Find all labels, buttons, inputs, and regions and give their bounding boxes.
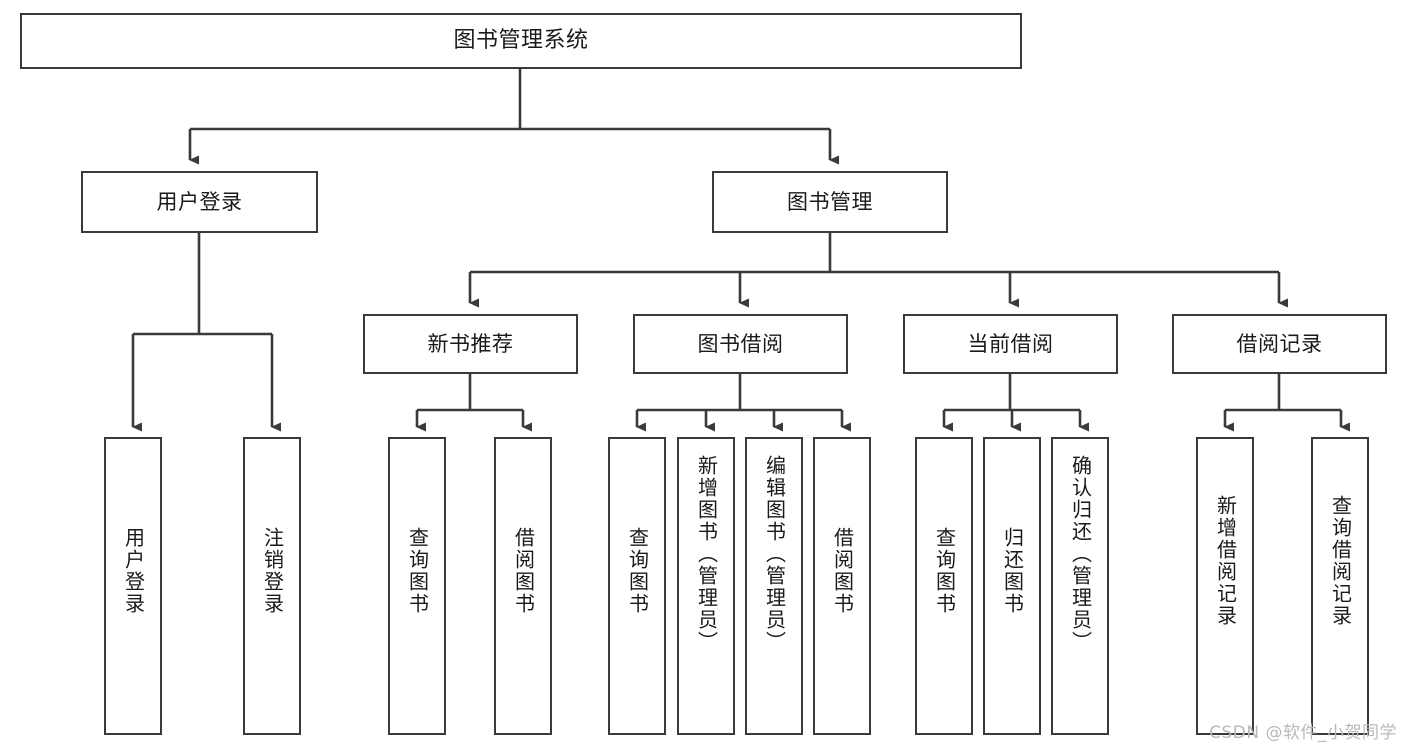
leaf-query-record-label: 查询借阅记录 [1328, 495, 1353, 627]
leaf-borrow-book-2-label: 借阅图书 [830, 527, 855, 615]
leaf-query-book-1-label: 查询图书 [405, 527, 430, 615]
leaf-edit-book[interactable]: 编辑图书（管理员） [745, 437, 803, 735]
leaf-user-login[interactable]: 用户登录 [104, 437, 162, 735]
node-current-borrow-label: 当前借阅 [967, 331, 1054, 356]
leaf-confirm-return[interactable]: 确认归还（管理员） [1051, 437, 1109, 735]
node-book-borrow[interactable]: 图书借阅 [633, 314, 848, 374]
leaf-add-book-label: 新增图书（管理员） [694, 455, 719, 653]
leaf-query-book-2[interactable]: 查询图书 [608, 437, 666, 735]
leaf-logout-label: 注销登录 [260, 527, 285, 615]
node-root[interactable]: 图书管理系统 [20, 13, 1022, 69]
leaf-return-book[interactable]: 归还图书 [983, 437, 1041, 735]
node-book-manage-label: 图书管理 [787, 189, 873, 214]
node-book-borrow-label: 图书借阅 [697, 331, 784, 356]
leaf-query-book-3[interactable]: 查询图书 [915, 437, 973, 735]
node-user-login-label: 用户登录 [156, 189, 243, 214]
leaf-query-book-3-label: 查询图书 [932, 527, 957, 615]
leaf-add-book[interactable]: 新增图书（管理员） [677, 437, 735, 735]
leaf-query-record[interactable]: 查询借阅记录 [1311, 437, 1369, 735]
leaf-logout[interactable]: 注销登录 [243, 437, 301, 735]
watermark-text: CSDN @软件_小贺同学 [1209, 723, 1397, 743]
node-root-label: 图书管理系统 [453, 28, 589, 54]
node-borrow-record[interactable]: 借阅记录 [1172, 314, 1387, 374]
node-borrow-record-label: 借阅记录 [1236, 331, 1323, 356]
leaf-add-record-label: 新增借阅记录 [1213, 495, 1238, 627]
leaf-query-book-2-label: 查询图书 [625, 527, 650, 615]
leaf-borrow-book-2[interactable]: 借阅图书 [813, 437, 871, 735]
node-current-borrow[interactable]: 当前借阅 [903, 314, 1118, 374]
leaf-borrow-book-1-label: 借阅图书 [511, 527, 536, 615]
node-book-manage[interactable]: 图书管理 [712, 171, 948, 233]
leaf-add-record[interactable]: 新增借阅记录 [1196, 437, 1254, 735]
leaf-confirm-return-label: 确认归还（管理员） [1068, 455, 1093, 653]
leaf-edit-book-label: 编辑图书（管理员） [762, 455, 787, 653]
leaf-user-login-label: 用户登录 [121, 527, 146, 615]
node-new-book-rec[interactable]: 新书推荐 [363, 314, 578, 374]
leaf-query-book-1[interactable]: 查询图书 [388, 437, 446, 735]
leaf-return-book-label: 归还图书 [1000, 527, 1025, 615]
leaf-borrow-book-1[interactable]: 借阅图书 [494, 437, 552, 735]
node-user-login[interactable]: 用户登录 [81, 171, 318, 233]
node-new-book-rec-label: 新书推荐 [427, 331, 514, 356]
